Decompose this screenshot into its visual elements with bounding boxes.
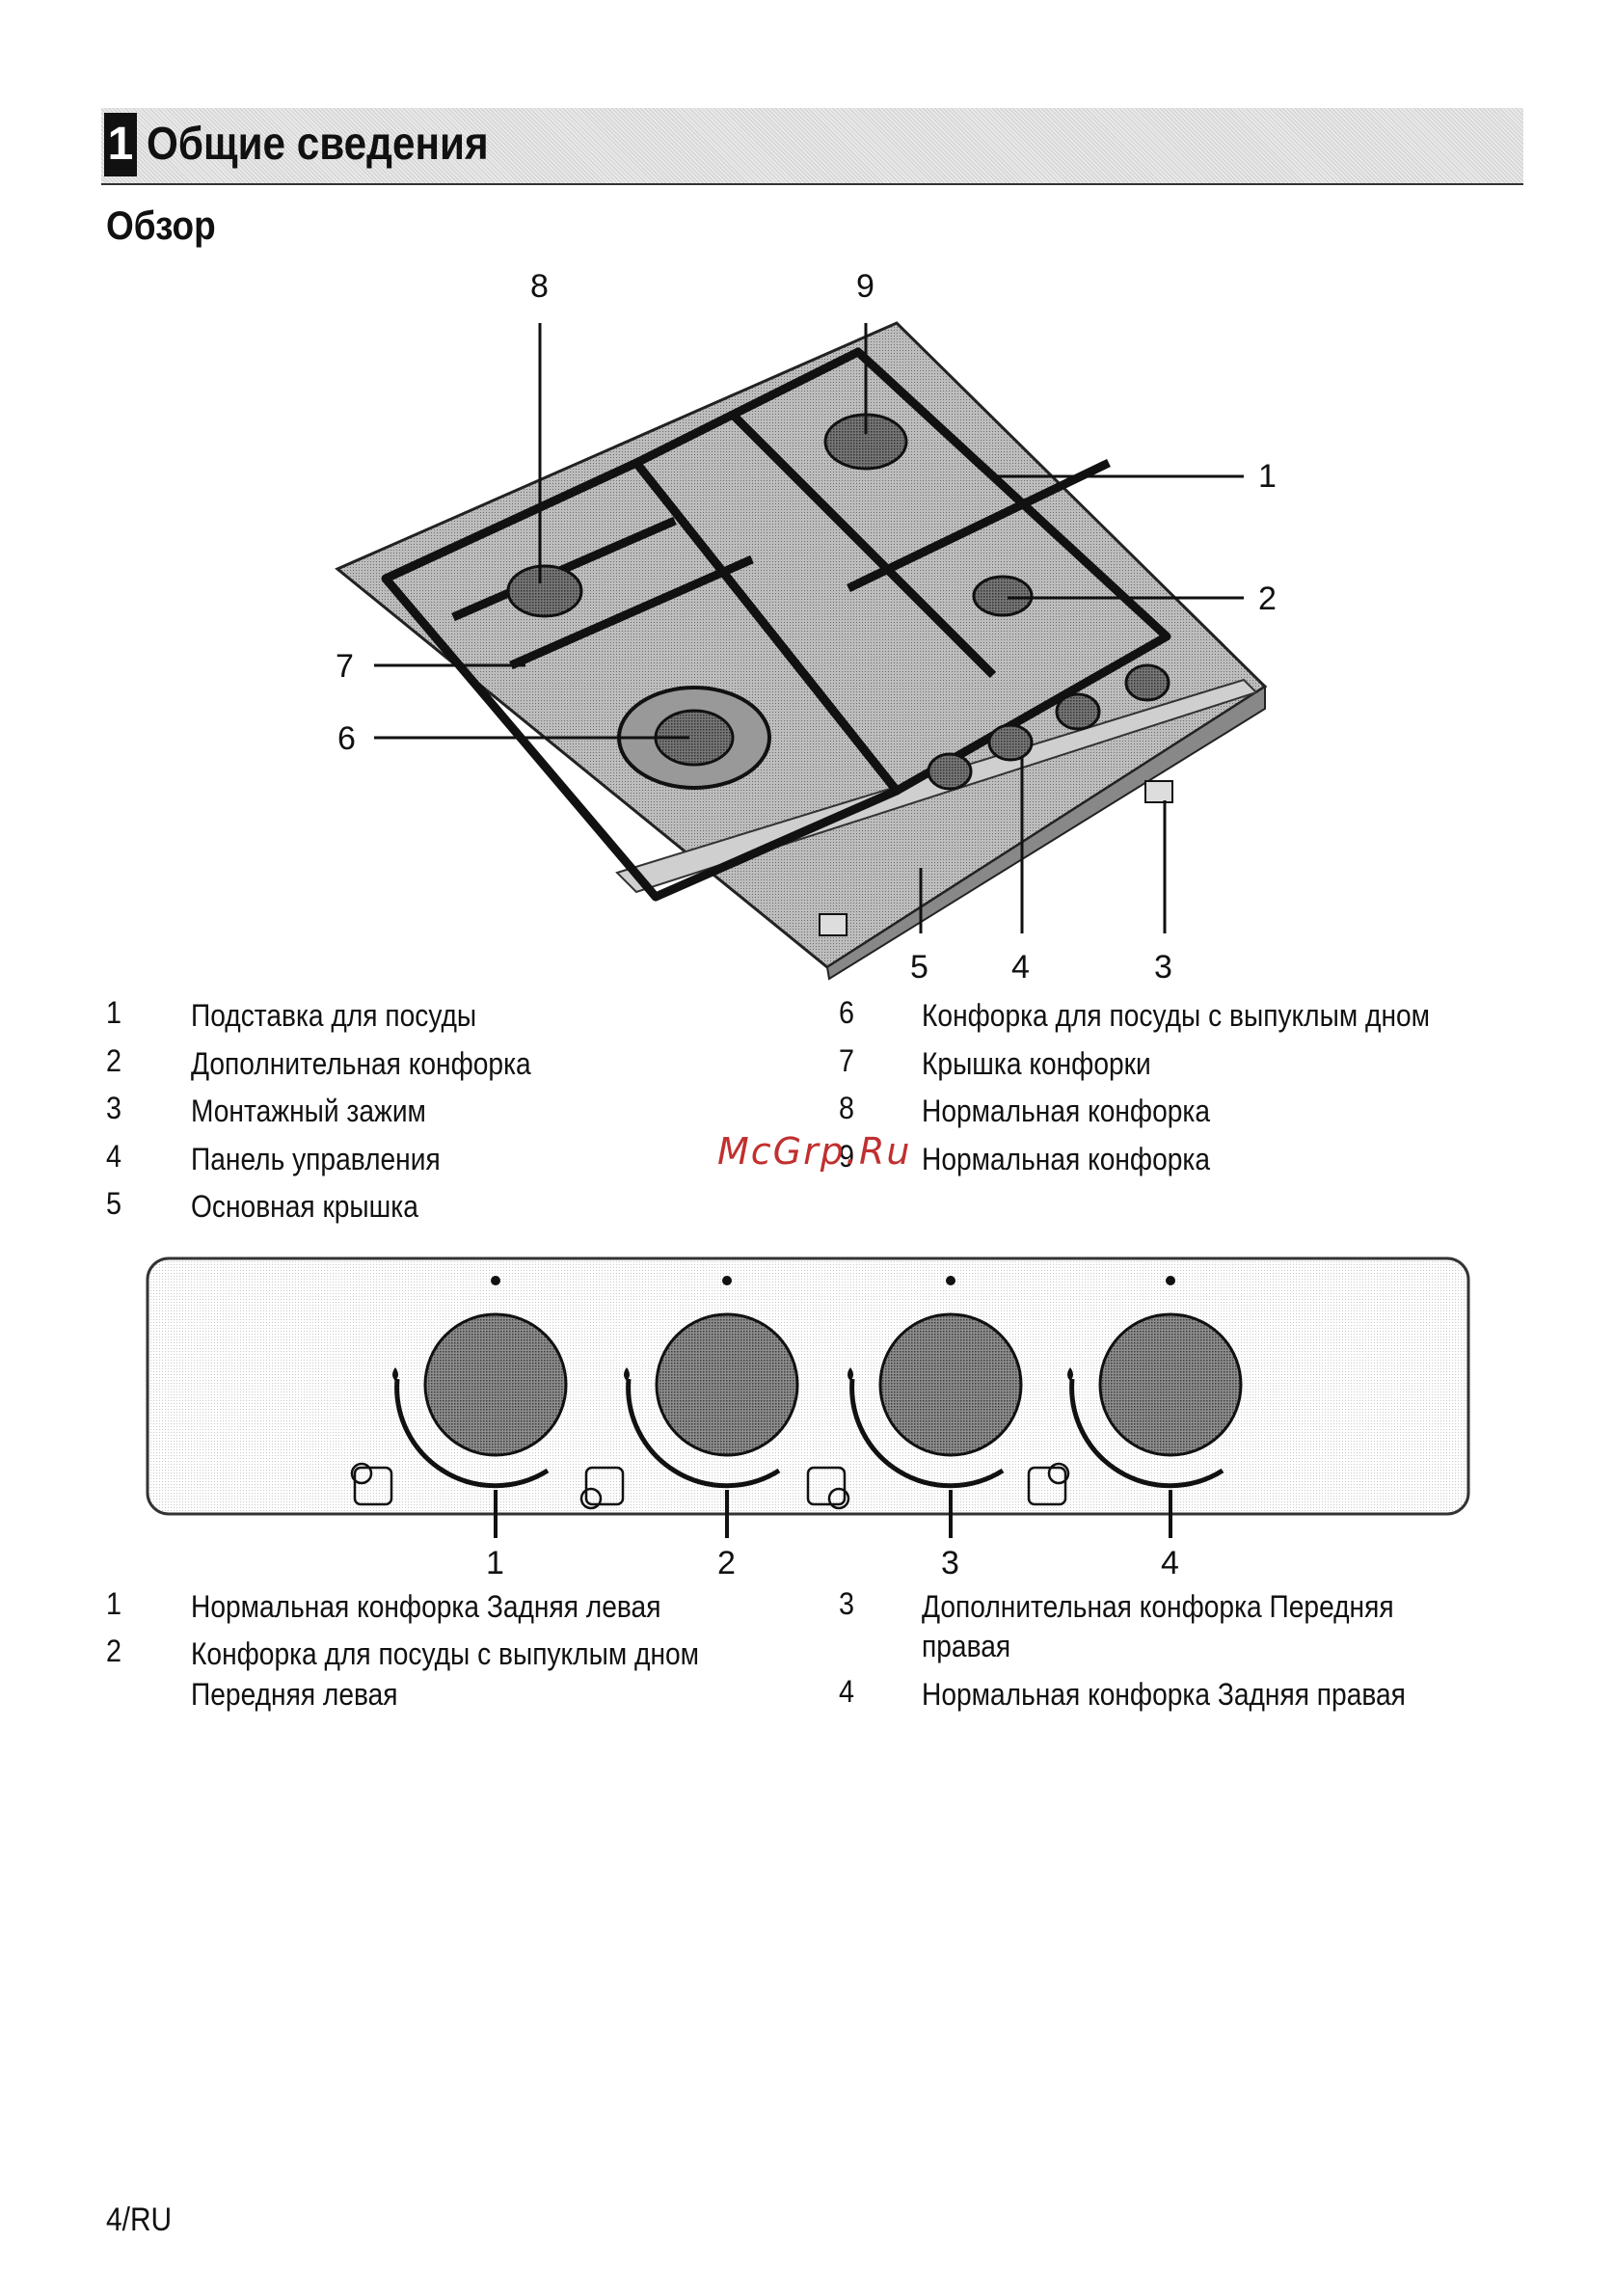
control-knobs xyxy=(927,663,1170,791)
watermark-text: McGrp.Ru xyxy=(717,1130,912,1173)
pan-support xyxy=(381,347,1171,902)
legend-item-text: Нормальная конфорка Задняя левая xyxy=(191,1589,661,1624)
legend-item-num: 8 xyxy=(839,1091,855,1125)
legend-item-text: Нормальная конфорка xyxy=(922,1142,1211,1176)
legend-item-text: Конфорка для посуды с выпуклым дном xyxy=(922,998,1431,1033)
callout-2: 2 xyxy=(1258,581,1277,617)
control-panel-diagram: 1 2 3 4 xyxy=(146,1256,1470,1581)
knob-4 xyxy=(1098,1312,1243,1457)
legend-item-text: Конфорка для посуды с выпуклым дном xyxy=(191,1636,700,1671)
legend-item-num: 3 xyxy=(106,1091,122,1125)
panel-callout-1: 1 xyxy=(486,1545,504,1581)
callout-5: 5 xyxy=(910,949,928,986)
legend-item-text: Дополнительная конфорка Передняя xyxy=(922,1589,1394,1624)
legend-item-num: 5 xyxy=(106,1186,122,1221)
legend-item-text: Крышка конфорки xyxy=(922,1046,1151,1081)
legend-item-text-cont: правая xyxy=(922,1629,1011,1663)
hob-side-edge xyxy=(825,685,1266,981)
legend-item-num: 1 xyxy=(106,1586,122,1621)
panel-callout-4: 4 xyxy=(1161,1545,1179,1581)
section-header-band xyxy=(101,108,1523,185)
callout-6: 6 xyxy=(337,720,356,757)
knob-2 xyxy=(655,1312,799,1457)
legend-item-num: 4 xyxy=(839,1674,855,1709)
legend-item-text-cont: Передняя левая xyxy=(191,1677,398,1712)
burner-8 xyxy=(506,564,583,618)
legend-item-text: Панель управления xyxy=(191,1142,441,1176)
mounting-clamp-left xyxy=(819,913,847,936)
callout-9: 9 xyxy=(856,268,874,305)
callout-4: 4 xyxy=(1011,949,1030,986)
hob-illustration: 8 9 1 2 7 6 5 4 3 xyxy=(335,268,1277,986)
knob-3 xyxy=(878,1312,1023,1457)
legend-item-num: 4 xyxy=(106,1139,122,1174)
legend-item-text: Нормальная конфорка Задняя правая xyxy=(922,1677,1406,1712)
panel-callout-3: 3 xyxy=(941,1545,959,1581)
legend-item-text: Дополнительная конфорка xyxy=(191,1046,531,1081)
legend-item-num: 2 xyxy=(106,1043,122,1078)
legend-item-num: 1 xyxy=(106,995,122,1030)
knob-arc-scales xyxy=(394,1378,1224,1489)
legend-item-text: Нормальная конфорка xyxy=(922,1094,1211,1128)
legend-item-num: 9 xyxy=(839,1139,855,1174)
knob-group xyxy=(423,1312,1243,1457)
callout-8: 8 xyxy=(530,268,549,305)
legend-item-text: Основная крышка xyxy=(191,1189,418,1224)
subsection-title: Обзор xyxy=(106,203,216,248)
legend-item-num: 7 xyxy=(839,1043,855,1078)
page-number: 4/RU xyxy=(106,2201,173,2238)
knob-1 xyxy=(423,1312,568,1457)
legend-item-num: 6 xyxy=(839,995,855,1030)
burner-2 xyxy=(972,575,1034,617)
legend-item-text: Монтажный зажим xyxy=(191,1094,426,1128)
callout-1: 1 xyxy=(1258,458,1277,495)
legend-item-num: 2 xyxy=(106,1634,122,1668)
mounting-clamp-right xyxy=(1144,780,1173,803)
burner-position-icons xyxy=(350,1462,1070,1510)
hob-top-surface xyxy=(335,321,1268,969)
flame-icons xyxy=(392,1367,1073,1381)
panel-leader-lines xyxy=(494,1490,1172,1538)
panel-callout-2: 2 xyxy=(717,1545,736,1581)
callout-3: 3 xyxy=(1154,949,1172,986)
section-title: Общие сведения xyxy=(147,119,489,170)
legend-item-num: 3 xyxy=(839,1586,855,1621)
legend-item-text: Подставка для посуды xyxy=(191,998,477,1033)
section-number: 1 xyxy=(104,113,137,176)
knob-indicator-dots xyxy=(491,1276,1175,1285)
callout-7: 7 xyxy=(336,648,354,685)
